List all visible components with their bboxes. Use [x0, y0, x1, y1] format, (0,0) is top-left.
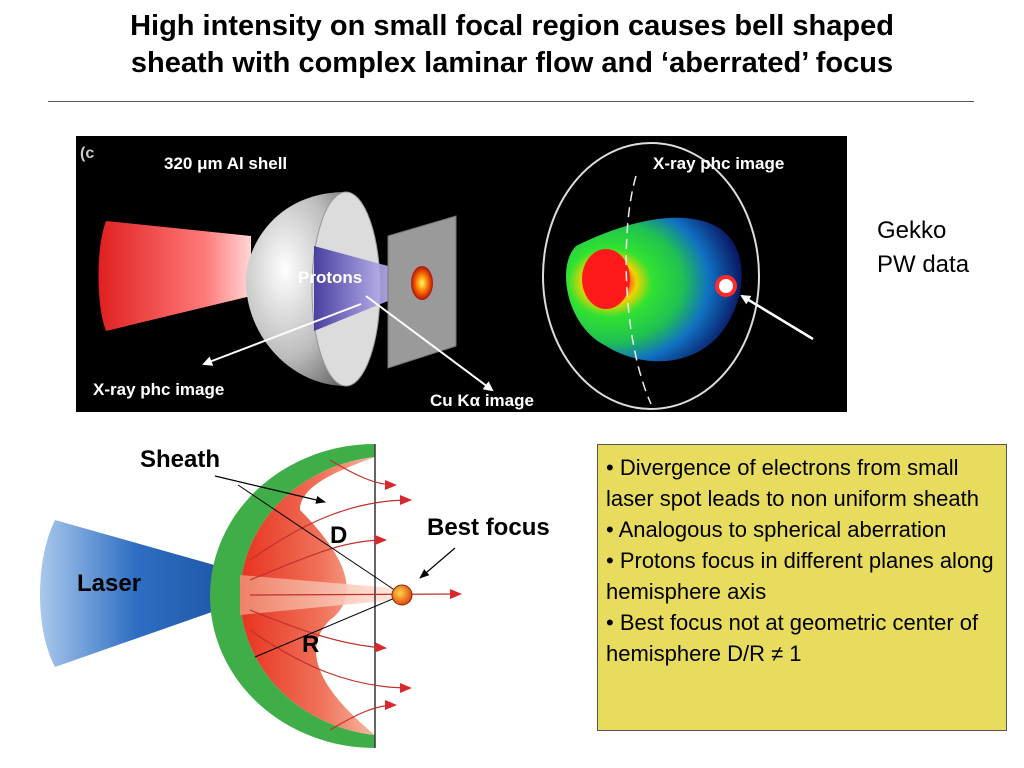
gekko-line-2: PW data: [877, 251, 970, 278]
laser-label: Laser: [77, 570, 142, 597]
field-line-top: [329, 459, 397, 490]
note-item: • Protons focus in different planes alon…: [606, 548, 994, 604]
phc-focus-spot: [715, 275, 737, 297]
laser-beam: [40, 520, 232, 667]
sheath-schematic: Sheath D Best focus Laser R: [0, 430, 590, 768]
pointer-arrow-right: [365, 295, 494, 392]
phc-dashed-limb: [625, 175, 652, 405]
shell-label: 320 μm Al shell: [164, 154, 288, 173]
field-line-4: [249, 629, 412, 693]
d-label: D: [330, 522, 348, 549]
field-line-1: [249, 495, 412, 561]
title-line-2: sheath with complex laminar flow and ‘ab…: [130, 47, 894, 79]
field-line-axis: [249, 589, 462, 600]
experiment-illustration: (c: [80, 142, 814, 410]
sheath-label: Sheath: [140, 446, 221, 473]
gekko-caption: Gekko PW data: [877, 214, 969, 282]
photo-corner-mark: (c: [80, 145, 94, 162]
title-divider: [48, 101, 974, 102]
experiment-photo-panel: (c 320 μm Al shell Protons X-ray phc ima…: [76, 136, 847, 412]
hemisphere-shell-green: [210, 444, 375, 748]
phc-hot-spot: [582, 249, 630, 309]
field-line-bottom: [329, 700, 397, 731]
schematic-drawing: [40, 444, 462, 748]
field-line-2: [249, 535, 387, 581]
notes-box: • Divergence of electrons from small las…: [597, 444, 1007, 731]
note-item: • Best focus not at geometric center of …: [606, 610, 979, 666]
title-line-1: High intensity on small focal region cau…: [130, 10, 894, 42]
r-label: R: [302, 631, 320, 658]
radius-line-lower: [254, 594, 403, 658]
sheath-pointer: [214, 475, 326, 504]
note-item: • Divergence of electrons from small las…: [606, 455, 980, 511]
note-item: • Analogous to spherical aberration: [606, 517, 947, 542]
pointer-arrow-left: [202, 303, 362, 366]
cu-ka-spot: [411, 266, 433, 300]
field-line-3: [249, 609, 387, 653]
laser-beam-cone: [98, 221, 251, 331]
best-focus-point: [391, 584, 413, 606]
best-focus-label: Best focus: [427, 514, 550, 541]
best-focus-pointer: [419, 547, 456, 579]
xray-phc-label-left: X-ray phc image: [93, 380, 225, 399]
xray-phc-label-right: X-ray phc image: [653, 154, 785, 173]
focus-pointer-arrow: [740, 294, 814, 341]
gekko-line-1: Gekko: [877, 217, 947, 244]
radius-line-upper: [237, 484, 403, 596]
cu-ka-label: Cu Kα image: [430, 391, 534, 410]
slide-title: High intensity on small focal region cau…: [30, 8, 994, 82]
proton-cone: [314, 246, 388, 331]
protons-label: Protons: [298, 268, 363, 287]
